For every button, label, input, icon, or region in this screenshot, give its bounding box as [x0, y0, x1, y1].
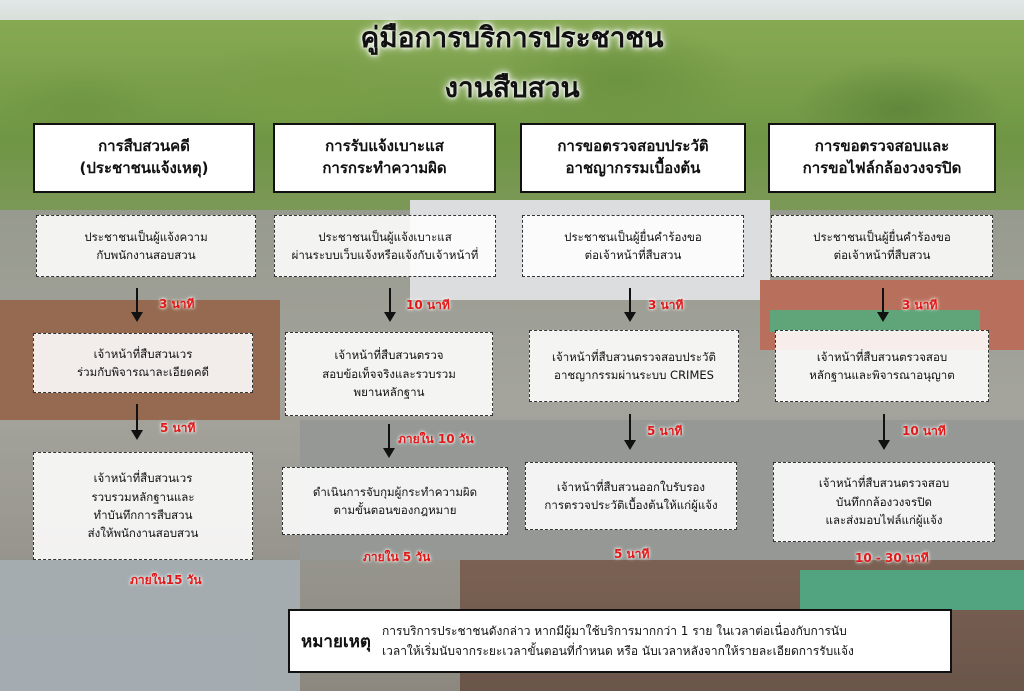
- step-box: เจ้าหน้าที่สืบสวนตรวจสอบ บันทึกกล้องวงจร…: [773, 462, 995, 542]
- column-header-line: การขอตรวจสอบประวัติ: [557, 137, 709, 156]
- step-text: เจ้าหน้าที่สืบสวนตรวจ: [334, 348, 444, 363]
- step-text: ส่งให้พนักงานสอบสวน: [87, 526, 199, 541]
- step-text: ประชาชนเป็นผู้แจ้งความ: [84, 229, 208, 244]
- column-header-line: การขอตรวจสอบและ: [814, 137, 950, 156]
- flow-arrow: [877, 288, 889, 322]
- column-header-line: การรับแจ้งเบาะแส: [325, 137, 444, 156]
- duration-label: ภายใน 10 วัน: [398, 432, 474, 446]
- column-header-line: การกระทำความผิด: [322, 159, 447, 177]
- step-text: ร่วมกับพิจารณาละเอียดคดี: [77, 365, 209, 379]
- step-text: บันทึกกล้องวงจรปิด: [836, 494, 932, 509]
- step-text: พยานหลักฐาน: [353, 385, 425, 400]
- step-box: เจ้าหน้าที่สืบสวนออกใบรับรอง การตรวจประว…: [525, 462, 737, 530]
- step-text: และส่งมอบไฟล์แก่ผู้แจ้ง: [825, 513, 943, 528]
- note-line: การบริการประชาชนดังกล่าว หากมีผู้มาใช้บร…: [382, 623, 847, 638]
- flow-arrow: [624, 414, 636, 450]
- duration-label: 5 นาที: [614, 547, 650, 561]
- step-text: หลักฐานและพิจารณาอนุญาต: [809, 368, 955, 382]
- step-text: ตามขั้นตอนของกฎหมาย: [333, 503, 457, 517]
- step-text: ประชาชนเป็นผู้แจ้งเบาะแส: [318, 229, 452, 244]
- note-box: หมายเหตุ การบริการประชาชนดังกล่าว หากมีผ…: [288, 609, 952, 673]
- flow-arrow: [878, 414, 890, 450]
- step-box: ประชาชนเป็นผู้แจ้งเบาะแส ผ่านระบบเว็บแจ้…: [274, 215, 496, 277]
- step-box: เจ้าหน้าที่สืบสวนตรวจสอบประวัติ อาชญากรร…: [529, 330, 739, 402]
- flow-arrow: [384, 288, 396, 322]
- step-box: เจ้าหน้าที่สืบสวนเวร รวบรวมหลักฐานและ ทำ…: [33, 452, 253, 560]
- duration-label: 10 นาที: [902, 424, 946, 438]
- step-text: ต่อเจ้าหน้าที่สืบสวน: [584, 248, 682, 262]
- step-text: ประชาชนเป็นผู้ยื่นคำร้องขอ: [564, 229, 702, 244]
- step-text: ต่อเจ้าหน้าที่สืบสวน: [833, 248, 931, 262]
- column-header-line: อาชญากรรมเบื้องต้น: [565, 159, 701, 177]
- step-text: ดำเนินการจับกุมผู้กระทำความผิด: [312, 484, 478, 499]
- step-text: เจ้าหน้าที่สืบสวนตรวจสอบ: [818, 476, 950, 491]
- column-header-cctv: การขอตรวจสอบและ การขอไฟล์กล้องวงจรปิด: [768, 123, 996, 193]
- column-header-investigation: การสืบสวนคดี (ประชาชนแจ้งเหตุ): [33, 123, 255, 193]
- step-text: ผ่านระบบเว็บแจ้งหรือแจ้งกับเจ้าหน้าที่: [291, 248, 479, 262]
- step-text: การตรวจประวัติเบื้องต้นให้แก่ผู้แจ้ง: [544, 498, 718, 512]
- flow-arrow: [131, 288, 143, 322]
- step-box: เจ้าหน้าที่สืบสวนเวร ร่วมกับพิจารณาละเอี…: [33, 333, 253, 393]
- flow-arrow: [624, 288, 636, 322]
- column-header-line: (ประชาชนแจ้งเหตุ): [79, 159, 209, 177]
- step-text: เจ้าหน้าที่สืบสวนเวร: [93, 346, 193, 361]
- step-text: กับพนักงานสอบสวน: [96, 248, 196, 262]
- page-subtitle: งานสืบสวน: [444, 71, 580, 104]
- step-text: เจ้าหน้าที่สืบสวนเวร: [93, 471, 193, 486]
- duration-label: ภายใน 5 วัน: [363, 550, 431, 564]
- duration-label: 10 นาที: [406, 298, 450, 312]
- column-header-line: การสืบสวนคดี: [98, 137, 190, 156]
- duration-label: 3 นาที: [648, 298, 684, 312]
- column-header-tipoff: การรับแจ้งเบาะแส การกระทำความผิด: [273, 123, 496, 193]
- step-text: ทำบันทึกการสืบสวน: [93, 508, 193, 522]
- step-box: ประชาชนเป็นผู้ยื่นคำร้องขอ ต่อเจ้าหน้าที…: [771, 215, 993, 277]
- note-label: หมายเหตุ: [301, 631, 371, 652]
- duration-label: 3 นาที: [159, 297, 195, 311]
- step-text: อาชญากรรมผ่านระบบ CRIMES: [554, 368, 714, 382]
- step-box: เจ้าหน้าที่สืบสวนตรวจสอบ หลักฐานและพิจาร…: [775, 330, 989, 402]
- step-box: ประชาชนเป็นผู้แจ้งความ กับพนักงานสอบสวน: [36, 215, 256, 277]
- note-line: เวลาให้เริ่มนับจากระยะเวลาขั้นตอนที่กำหน…: [382, 644, 854, 658]
- column-header-line: การขอไฟล์กล้องวงจรปิด: [802, 159, 962, 177]
- duration-label: ภายใน15 วัน: [130, 573, 202, 587]
- duration-label: 10 - 30 นาที: [855, 551, 929, 565]
- step-box: ประชาชนเป็นผู้ยื่นคำร้องขอ ต่อเจ้าหน้าที…: [522, 215, 744, 277]
- note-text: การบริการประชาชนดังกล่าว หากมีผู้มาใช้บร…: [382, 621, 950, 662]
- step-box: ดำเนินการจับกุมผู้กระทำความผิด ตามขั้นตอ…: [282, 467, 508, 535]
- step-text: ประชาชนเป็นผู้ยื่นคำร้องขอ: [813, 229, 951, 244]
- step-text: เจ้าหน้าที่สืบสวนออกใบรับรอง: [556, 479, 706, 494]
- column-header-criminal-record: การขอตรวจสอบประวัติ อาชญากรรมเบื้องต้น: [520, 123, 746, 193]
- step-text: รวบรวมหลักฐานและ: [91, 489, 195, 504]
- step-box: เจ้าหน้าที่สืบสวนตรวจ สอบข้อเท็จจริงและร…: [285, 332, 493, 416]
- duration-label: 5 นาที: [647, 424, 683, 438]
- duration-label: 3 นาที: [902, 298, 938, 312]
- flow-arrow: [383, 424, 395, 458]
- step-text: สอบข้อเท็จจริงและรวบรวม: [322, 366, 456, 381]
- flow-arrow: [131, 404, 143, 440]
- page-title: คู่มือการบริการประชาชน: [360, 21, 664, 54]
- duration-label: 5 นาที: [160, 421, 196, 435]
- step-text: เจ้าหน้าที่สืบสวนตรวจสอบประวัติ: [552, 349, 716, 364]
- step-text: เจ้าหน้าที่สืบสวนตรวจสอบ: [816, 349, 948, 364]
